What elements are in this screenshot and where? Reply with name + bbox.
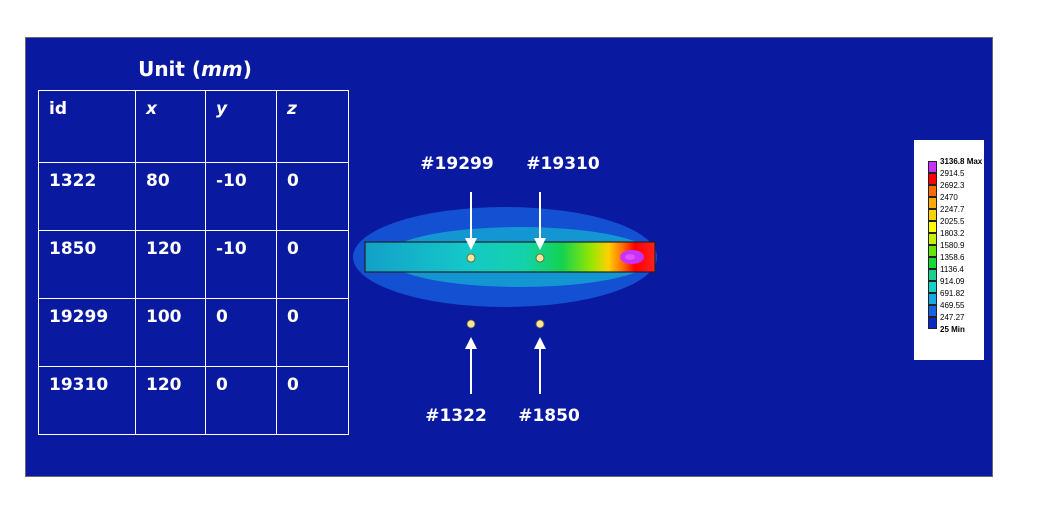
- legend-value: 2692.3: [940, 181, 965, 190]
- arrow-19299-head: [465, 238, 477, 250]
- table-row: 19310 120 0 0: [38, 366, 349, 435]
- cell-z: 0: [276, 366, 349, 435]
- cell-x: 120: [135, 366, 206, 435]
- legend-swatch: [928, 221, 937, 233]
- legend-swatch: [928, 269, 937, 281]
- cell-id: 19310: [38, 366, 136, 435]
- legend-swatch: [928, 257, 937, 269]
- arrow-19310-head: [534, 238, 546, 250]
- cell-y: 0: [205, 366, 277, 435]
- legend-value: 247.27: [940, 313, 965, 322]
- cell-id: 1322: [38, 162, 136, 231]
- cell-y: -10: [205, 162, 277, 231]
- label-19299: #19299: [420, 154, 494, 174]
- arrow-1322-head: [465, 337, 477, 349]
- legend-color-bar: [928, 161, 937, 329]
- cell-x: 80: [135, 162, 206, 231]
- color-legend: 3136.8 Max 2914.5 2692.3 2470 2247.7 2025.5 18…: [914, 140, 984, 360]
- legend-swatch: [928, 209, 937, 221]
- unit-label: mm: [201, 57, 243, 81]
- legend-value: 691.82: [940, 289, 965, 298]
- legend-value: 25 Min: [940, 325, 965, 334]
- legend-swatch: [928, 317, 937, 329]
- cell-z: 0: [276, 298, 349, 367]
- coordinates-table: id x y z 1322 80 -10 0 1850 120 -10 0 19…: [38, 90, 349, 435]
- legend-swatch: [928, 245, 937, 257]
- legend-value: 1580.9: [940, 241, 965, 250]
- table-row: 19299 100 0 0: [38, 298, 349, 367]
- point-19299: [466, 253, 476, 263]
- legend-value: 1136.4: [940, 265, 964, 274]
- legend-swatch: [928, 173, 937, 185]
- legend-value: 914.09: [940, 277, 965, 286]
- label-1322: #1322: [425, 406, 487, 426]
- cell-y: -10: [205, 230, 277, 299]
- legend-swatch: [928, 185, 937, 197]
- legend-swatch: [928, 305, 937, 317]
- legend-value: 1803.2: [940, 229, 965, 238]
- point-1850: [535, 319, 545, 329]
- legend-value: 2470: [940, 193, 958, 202]
- legend-swatch: [928, 233, 937, 245]
- legend-swatch: [928, 293, 937, 305]
- table-title: Unit (mm): [138, 57, 252, 81]
- label-1850: #1850: [518, 406, 580, 426]
- legend-swatch: [928, 281, 937, 293]
- table-header-row: id x y z: [38, 90, 349, 163]
- legend-value: 2025.5: [940, 217, 965, 226]
- point-19310: [535, 253, 545, 263]
- legend-swatch: [928, 161, 937, 173]
- point-1322: [466, 319, 476, 329]
- cell-x: 100: [135, 298, 206, 367]
- label-19310: #19310: [526, 154, 600, 174]
- table-row: 1322 80 -10 0: [38, 162, 349, 231]
- header-z: z: [276, 90, 349, 163]
- cell-id: 1850: [38, 230, 136, 299]
- heated-strip: [364, 241, 656, 273]
- legend-value: 3136.8 Max: [940, 157, 983, 166]
- arrow-1850-head: [534, 337, 546, 349]
- hot-spot-core: [625, 254, 635, 260]
- legend-value: 2914.5: [940, 169, 965, 178]
- cell-z: 0: [276, 230, 349, 299]
- legend-value: 469.55: [940, 301, 965, 310]
- legend-value: 2247.7: [940, 205, 965, 214]
- legend-value: 1358.6: [940, 253, 965, 262]
- legend-swatch: [928, 197, 937, 209]
